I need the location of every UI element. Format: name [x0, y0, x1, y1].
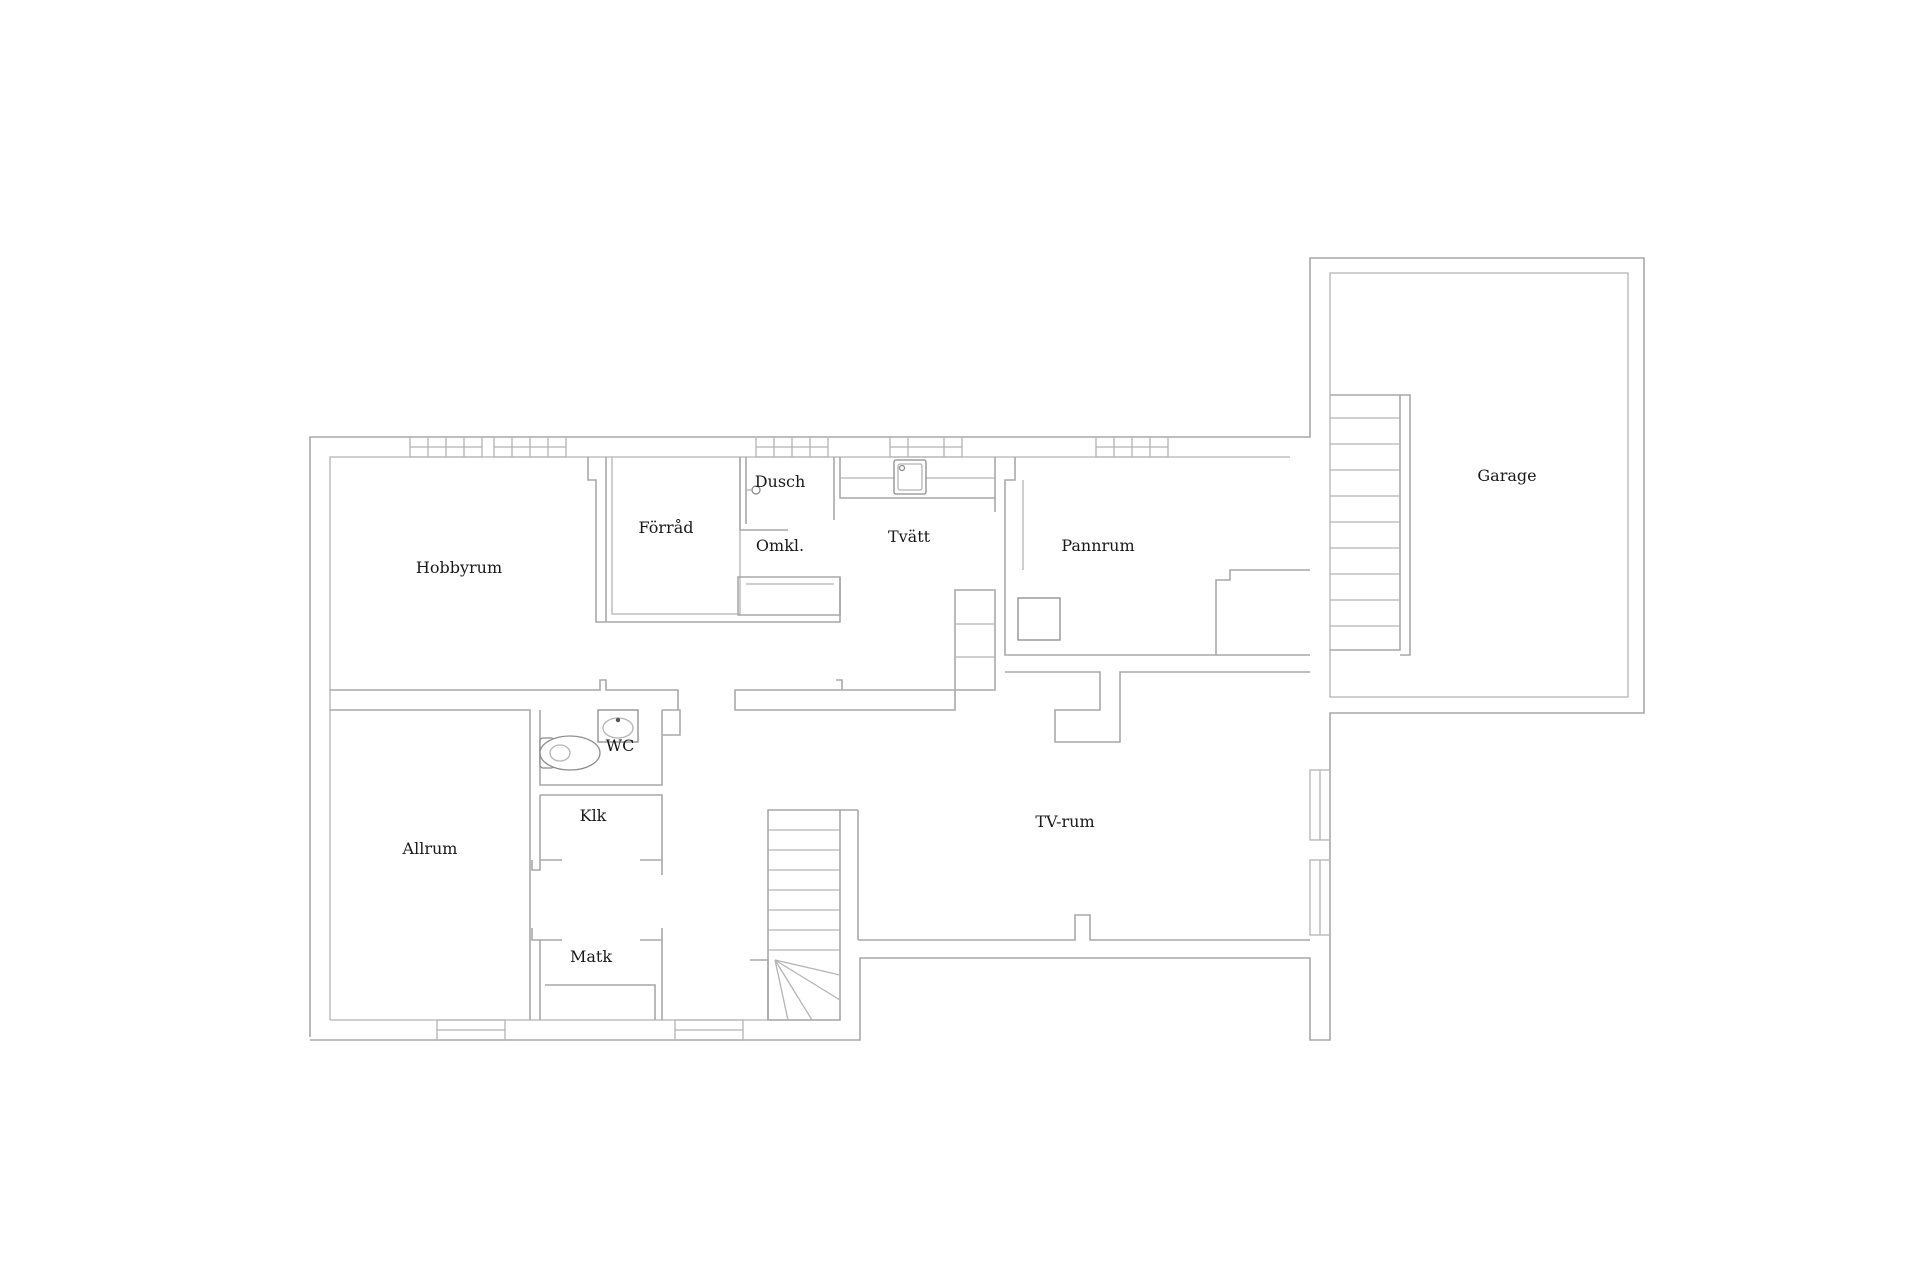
room-label-forrad: Förråd	[639, 518, 694, 537]
interior-walls	[330, 457, 1310, 1021]
room-label-dusch: Dusch	[755, 472, 806, 491]
room-label-tv-rum: TV-rum	[1035, 812, 1094, 831]
room-label-klk: Klk	[580, 806, 607, 825]
room-label-garage: Garage	[1477, 466, 1536, 485]
toilet-icon	[539, 735, 601, 771]
room-label-matk: Matk	[570, 947, 612, 966]
room-label-omkl: Omkl.	[756, 536, 804, 555]
windows	[409, 436, 1331, 1041]
room-label-allrum: Allrum	[402, 839, 458, 858]
room-label-pannrum: Pannrum	[1061, 536, 1134, 555]
room-label-hobbyrum: Hobbyrum	[416, 558, 502, 577]
outer-walls	[309, 257, 1645, 1041]
room-label-wc: WC	[606, 736, 635, 755]
fixtures	[539, 459, 927, 771]
main-stairs	[768, 829, 841, 1021]
garage-stairs	[1330, 394, 1411, 656]
room-label-tvatt: Tvätt	[888, 527, 931, 546]
laundry-sink-icon	[893, 459, 927, 495]
washbasin-icon	[597, 709, 639, 743]
shower-head-icon	[746, 485, 761, 495]
room-labels: Hobbyrum Förråd Dusch Omkl. Tvätt Pannru…	[402, 466, 1537, 966]
